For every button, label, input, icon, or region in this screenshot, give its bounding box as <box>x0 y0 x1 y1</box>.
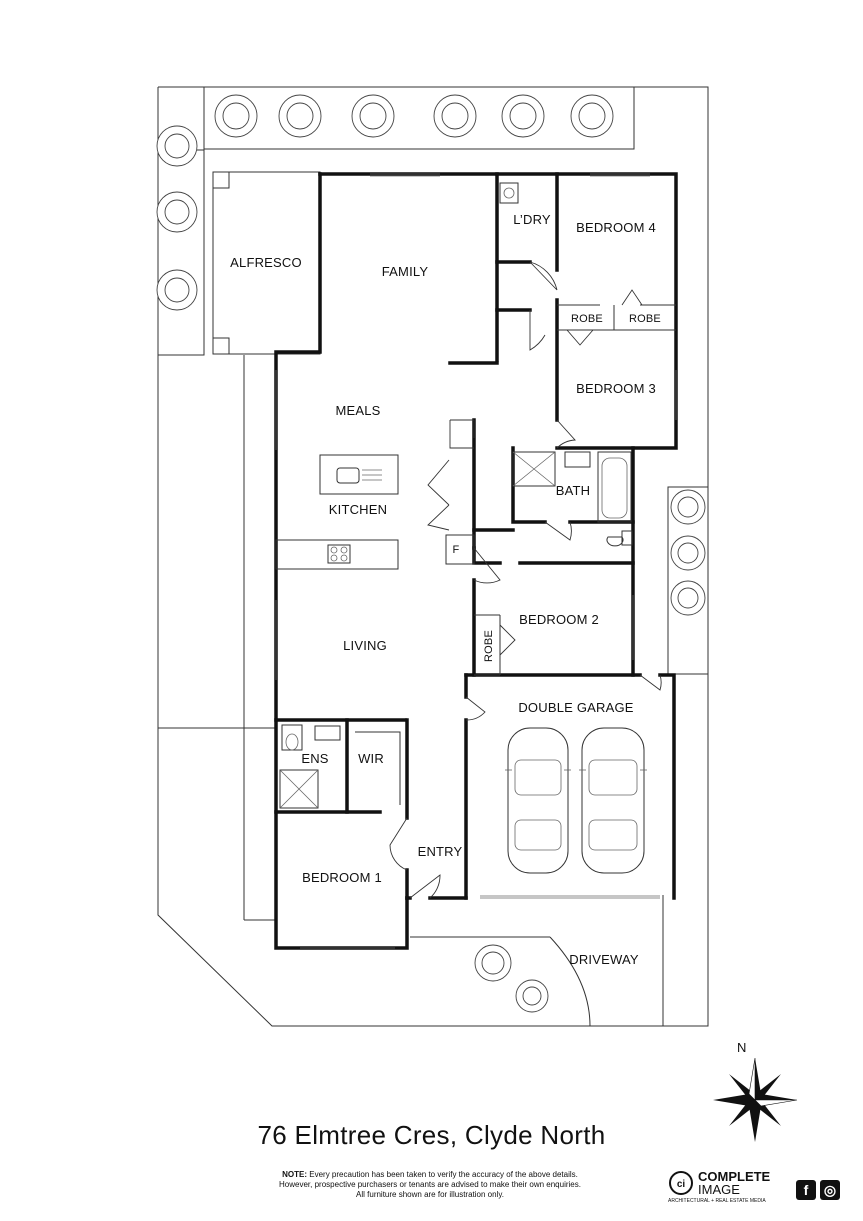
label-meals: MEALS <box>335 403 380 418</box>
tree-icon <box>570 94 614 138</box>
disclaimer-line-3: All furniture shown are for illustration… <box>356 1190 504 1199</box>
label-bedroom-2: BEDROOM 2 <box>519 612 599 627</box>
label-living: LIVING <box>343 638 387 653</box>
facebook-icon[interactable]: f <box>796 1180 816 1200</box>
label-entry: ENTRY <box>418 844 463 859</box>
tree-icon <box>351 94 395 138</box>
label-alfresco: ALFRESCO <box>230 255 302 270</box>
tree-icon <box>670 535 706 571</box>
north-label: N <box>737 1040 747 1055</box>
brand-name: COMPLETE IMAGE <box>698 1170 770 1196</box>
label-driveway: DRIVEWAY <box>569 952 639 967</box>
tree-icon <box>156 269 198 311</box>
label-kitchen: KITCHEN <box>329 502 387 517</box>
svg-text:ci: ci <box>677 1179 686 1190</box>
tree-icon <box>670 580 706 616</box>
label-bedroom-4: BEDROOM 4 <box>576 220 656 235</box>
label-wir: WIR <box>358 751 384 766</box>
label-ensuite: ENS <box>301 751 328 766</box>
label-bedroom-1: BEDROOM 1 <box>302 870 382 885</box>
brand-tagline: ARCHITECTURAL + REAL ESTATE MEDIA <box>668 1198 766 1204</box>
tree-icon <box>501 94 545 138</box>
bathroom-fixtures <box>279 182 633 809</box>
label-bedroom-3: BEDROOM 3 <box>576 381 656 396</box>
brand-name-line-2: IMAGE <box>698 1182 740 1197</box>
label-double-garage: DOUBLE GARAGE <box>518 700 633 715</box>
label-laundry: L’DRY <box>513 212 551 227</box>
disclaimer-line-2: However, prospective purchasers or tenan… <box>279 1180 581 1189</box>
ci-logo-icon: ci <box>669 1171 693 1195</box>
tree-icon <box>156 191 198 233</box>
garden-beds <box>158 86 709 921</box>
room-labels: ALFRESCO FAMILY L’DRY BEDROOM 4 ROBE ROB… <box>230 212 661 967</box>
car-icon <box>579 727 647 874</box>
tree-icon <box>474 944 512 982</box>
label-robe: ROBE <box>571 313 603 325</box>
label-robe: ROBE <box>483 630 495 662</box>
tree-icon <box>670 489 706 525</box>
label-family: FAMILY <box>382 264 429 279</box>
tree-icon <box>515 979 549 1013</box>
tree-icon <box>433 94 477 138</box>
walls <box>274 172 678 950</box>
brand-logo[interactable]: ci COMPLETE IMAGE ARCHITECTURAL + REAL E… <box>668 1170 788 1204</box>
tree-icon <box>214 94 258 138</box>
kitchen-fixtures <box>275 454 475 570</box>
windows <box>275 173 677 949</box>
tree-icon <box>156 125 198 167</box>
disclaimer-line-1: Every precaution has been taken to verif… <box>307 1170 578 1179</box>
doors <box>389 261 662 899</box>
car-icon <box>505 727 571 874</box>
disclaimer-prefix: NOTE: <box>282 1170 308 1179</box>
label-bath: BATH <box>556 483 591 498</box>
instagram-icon[interactable]: ◎ <box>820 1180 840 1200</box>
car-icons <box>505 727 647 874</box>
property-address: 76 Elmtree Cres, Clyde North <box>257 1120 606 1150</box>
brand-name-line-1: COMPLETE <box>698 1169 771 1184</box>
label-fridge: F <box>453 544 460 556</box>
compass-rose-icon <box>713 1057 798 1142</box>
tree-icon <box>278 94 322 138</box>
disclaimer: NOTE: Every precaution has been taken to… <box>205 1170 655 1200</box>
label-robe: ROBE <box>629 313 661 325</box>
trees <box>156 94 706 1013</box>
